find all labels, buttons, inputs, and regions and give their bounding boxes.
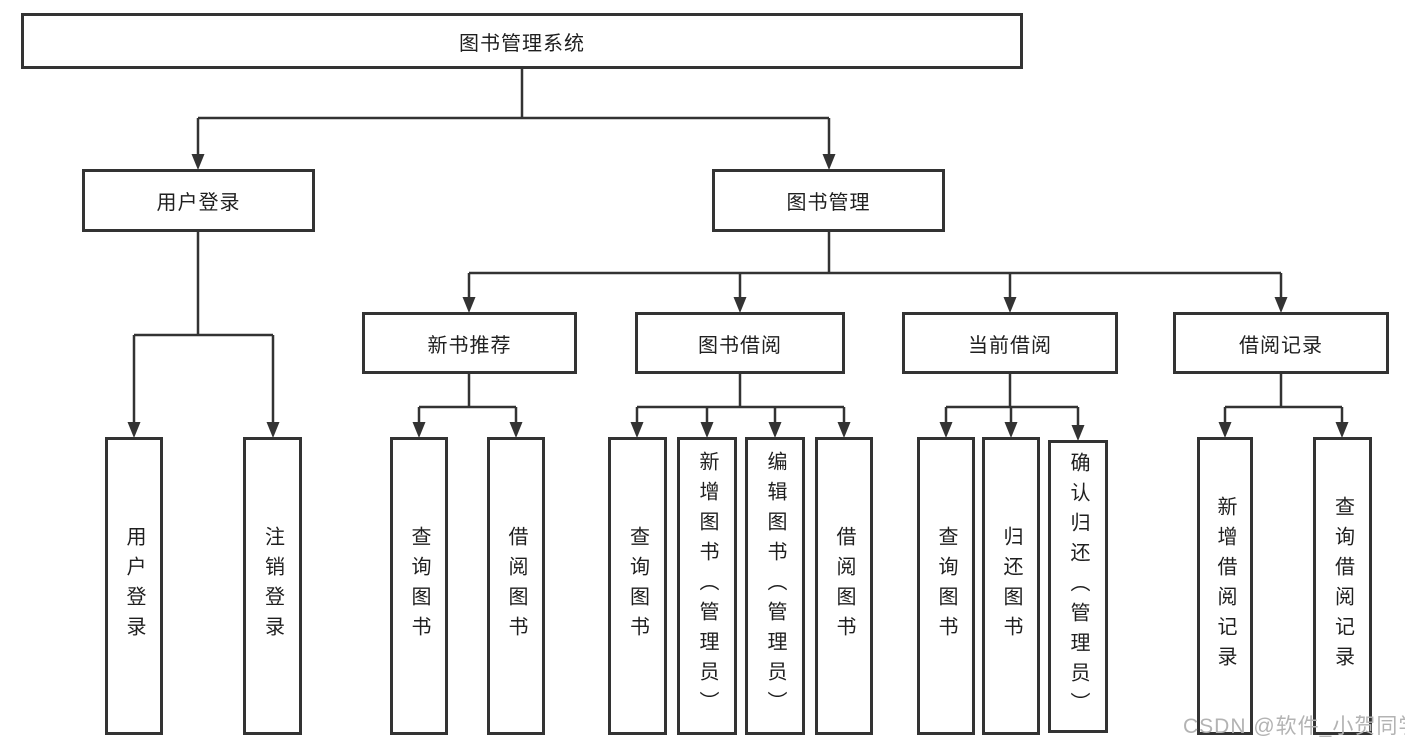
node-root: 图书管理系统 [21, 13, 1023, 69]
node-leaf-rec-borrow-book-label: 借阅图书 [505, 526, 527, 646]
node-leaf-user-login: 用户登录 [105, 437, 163, 735]
node-leaf-bb-borrow-book-label: 借阅图书 [833, 526, 855, 646]
node-leaf-br-query-record: 查询借阅记录 [1313, 437, 1372, 735]
node-current-borrow-label: 当前借阅 [968, 334, 1052, 357]
node-leaf-cb-query-book-label: 查询图书 [935, 526, 957, 646]
node-user-login: 用户登录 [82, 169, 315, 232]
node-leaf-rec-query-book-label: 查询图书 [408, 526, 430, 646]
node-leaf-bb-edit-book: 编辑图书（管理员） [745, 437, 805, 735]
node-leaf-br-add-record: 新增借阅记录 [1197, 437, 1253, 735]
node-leaf-rec-borrow-book: 借阅图书 [487, 437, 545, 735]
node-leaf-logout-label: 注销登录 [261, 526, 284, 646]
node-leaf-cb-query-book: 查询图书 [917, 437, 975, 735]
node-borrow-record: 借阅记录 [1173, 312, 1389, 374]
node-leaf-bb-add-book-label: 新增图书（管理员） [696, 451, 718, 721]
node-leaf-bb-query-book-label: 查询图书 [626, 526, 649, 646]
node-root-label: 图书管理系统 [459, 32, 585, 55]
node-new-book-rec-label: 新书推荐 [427, 334, 512, 357]
node-leaf-cb-return-book-label: 归还图书 [1000, 526, 1022, 646]
node-leaf-rec-query-book: 查询图书 [390, 437, 448, 735]
node-leaf-logout: 注销登录 [243, 437, 302, 735]
node-leaf-cb-confirm-return-label: 确认归还（管理员） [1067, 451, 1089, 722]
node-leaf-cb-confirm-return: 确认归还（管理员） [1048, 440, 1108, 733]
node-leaf-user-login-label: 用户登录 [123, 526, 145, 646]
node-leaf-br-query-record-label: 查询借阅记录 [1331, 496, 1354, 676]
node-leaf-bb-add-book: 新增图书（管理员） [677, 437, 737, 735]
node-book-borrow-label: 图书借阅 [698, 334, 782, 357]
node-new-book-rec: 新书推荐 [362, 312, 577, 374]
node-current-borrow: 当前借阅 [902, 312, 1118, 374]
node-leaf-bb-borrow-book: 借阅图书 [815, 437, 873, 735]
node-user-login-label: 用户登录 [156, 192, 241, 214]
node-leaf-br-add-record-label: 新增借阅记录 [1214, 496, 1236, 676]
csdn-watermark: CSDN @软件_小贺同学 [1183, 715, 1405, 738]
node-book-borrow: 图书借阅 [635, 312, 845, 374]
node-borrow-record-label: 借阅记录 [1239, 334, 1323, 357]
node-leaf-bb-edit-book-label: 编辑图书（管理员） [764, 451, 786, 721]
node-book-mgmt-label: 图书管理 [786, 192, 871, 214]
node-leaf-bb-query-book: 查询图书 [608, 437, 667, 735]
node-leaf-cb-return-book: 归还图书 [982, 437, 1040, 735]
node-book-mgmt: 图书管理 [712, 169, 945, 232]
